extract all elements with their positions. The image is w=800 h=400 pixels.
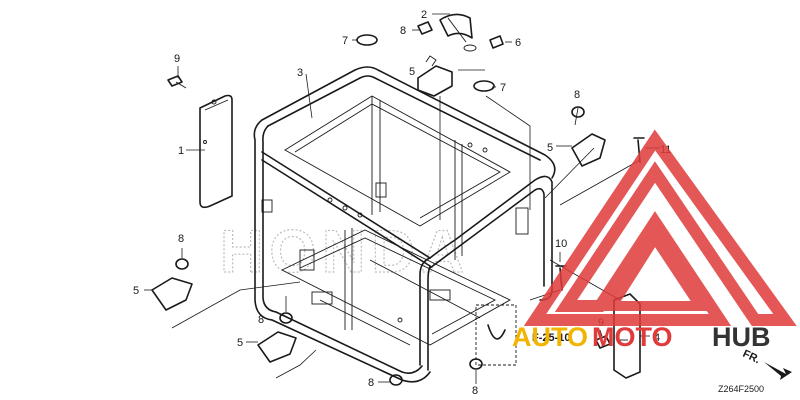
wordmark-hub: HUB: [712, 322, 771, 352]
bolt-bottom-right: [595, 335, 611, 349]
callout-8-center: 8: [368, 377, 374, 389]
nut-bottom-center: [389, 374, 403, 386]
wordmark-auto: AUTO: [512, 322, 588, 352]
nut-right: [571, 106, 585, 118]
callout-2: 2: [421, 9, 427, 21]
callout-5-top: 5: [409, 66, 415, 78]
bracket-4: [613, 293, 641, 379]
callout-8-clamp: 8: [400, 25, 406, 37]
grommet-right: [473, 80, 495, 92]
callout-7-top: 7: [342, 35, 348, 47]
front-indicator: FR.: [741, 348, 792, 380]
callout-9-top: 9: [174, 53, 180, 65]
clamp-assembly: [417, 13, 504, 52]
reference-box: [475, 304, 517, 366]
callout-3: 3: [297, 67, 303, 79]
callout-8-bottom: 8: [258, 314, 264, 326]
callout-6: 6: [515, 37, 521, 49]
reference-label: F-25-10: [532, 332, 571, 344]
honda-ghost-watermark: HONDA: [220, 218, 470, 285]
bolt-top-left: [167, 75, 187, 89]
callout-1: 1: [178, 145, 184, 157]
watermark-triangle-logo: [523, 129, 797, 326]
watermark-wordmark: AUTO MOTO HUB: [512, 322, 771, 352]
mount-bottom: [257, 312, 297, 363]
mount-top-center: [417, 55, 453, 97]
callout-5-right: 5: [547, 142, 553, 154]
callout-8-right: 8: [574, 89, 580, 101]
callout-10: 10: [555, 238, 567, 250]
triangle-outline-icon: [523, 129, 797, 326]
front-arrow-icon: [764, 362, 792, 380]
callout-8-left: 8: [178, 233, 184, 245]
side-plate: [199, 94, 233, 209]
callout-8-lower-right: 8: [472, 385, 478, 397]
triangle-inner-icon: [602, 228, 710, 311]
grommet-top: [356, 34, 378, 46]
diagram-code: Z264F2500: [718, 384, 764, 394]
callout-5-bottom: 5: [237, 337, 243, 349]
mount-left: [151, 258, 193, 311]
callout-7-right: 7: [500, 82, 506, 94]
mount-right: [571, 133, 606, 167]
callout-4: 4: [654, 332, 660, 344]
callout-5-left: 5: [133, 285, 139, 297]
wordmark-moto: MOTO: [592, 322, 673, 352]
reference-part: [487, 324, 506, 340]
